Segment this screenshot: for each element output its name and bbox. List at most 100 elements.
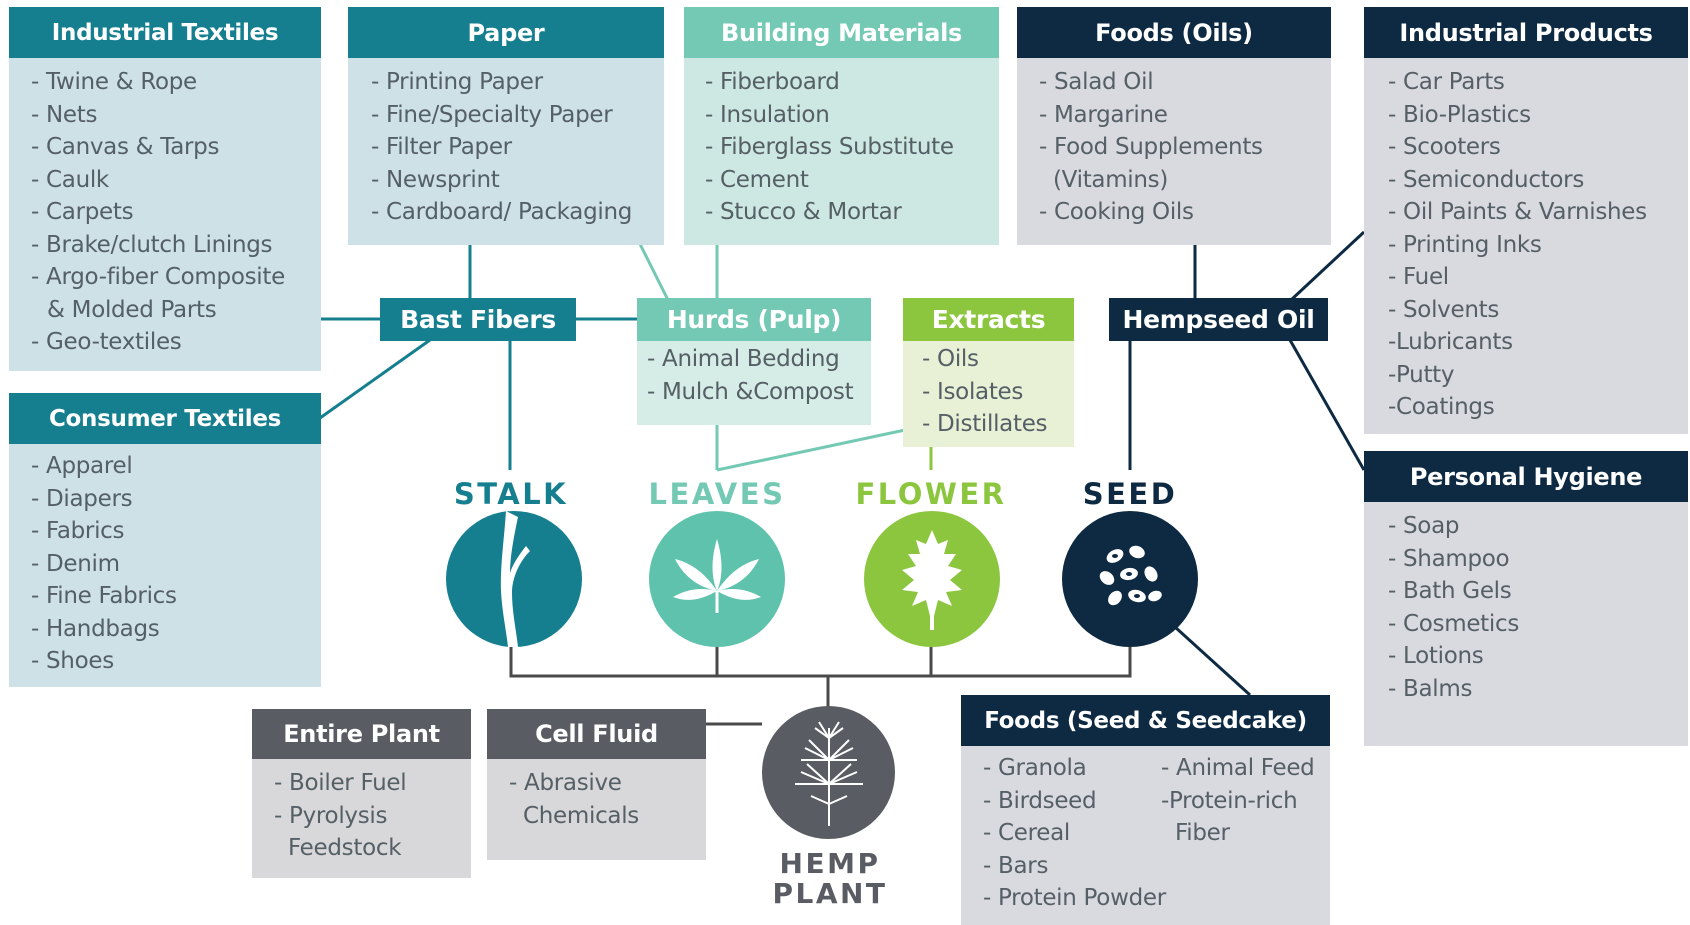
foods-oils-box: Foods (Oils) - Salad Oil - Margarine - F… xyxy=(1017,7,1331,245)
list-item: - Handbags xyxy=(31,615,160,642)
stalk-label: STALK xyxy=(453,477,569,511)
personal-hygiene-title: Personal Hygiene xyxy=(1364,451,1688,502)
stalk-circle xyxy=(446,511,582,647)
list-item: - Bath Gels xyxy=(1388,578,1512,604)
list-item: - Margarine xyxy=(1039,101,1168,128)
entire-plant-list: - Boiler Fuel - Pyrolysis Feedstock xyxy=(252,759,471,878)
foods-seed-box: Foods (Seed & Seedcake) - Granola - Bird… xyxy=(961,695,1330,925)
industrial-textiles-box: Industrial Textiles - Twine & Rope - Net… xyxy=(9,7,321,371)
list-item: - Cement xyxy=(705,166,809,193)
cell-fluid-box: Cell Fluid - Abrasive Chemicals xyxy=(487,709,706,860)
entire-plant-box: Entire Plant - Boiler Fuel - Pyrolysis F… xyxy=(252,709,471,878)
list-item: - Fine Fabrics xyxy=(31,583,177,609)
list-item: Feedstock xyxy=(288,835,402,861)
list-item: - Distillates xyxy=(922,411,1048,437)
list-item: - Stucco & Mortar xyxy=(705,199,902,225)
list-item: - Cereal xyxy=(983,820,1071,846)
building-materials-box: Building Materials - Fiberboard - Insula… xyxy=(684,7,999,245)
list-item: - Shampoo xyxy=(1388,545,1510,572)
leaves-label: LEAVES xyxy=(648,477,786,511)
seed-label: SEED xyxy=(1082,477,1178,511)
list-item: - Geo-textiles xyxy=(31,329,182,355)
list-item: Fiber xyxy=(1175,820,1230,846)
list-item: - Animal Feed xyxy=(1161,755,1315,781)
list-item: - Abrasive xyxy=(509,770,622,796)
hemp-plant-circle xyxy=(762,706,895,839)
foods-seed-title: Foods (Seed & Seedcake) xyxy=(961,695,1330,746)
leaves-circle xyxy=(649,511,785,647)
hempseed-oil-hub: Hempseed Oil xyxy=(1109,298,1328,341)
industrial-products-list: - Car Parts - Bio-Plastics - Scooters - … xyxy=(1364,58,1688,434)
list-item: - Animal Bedding xyxy=(647,346,840,372)
hurds-box: Hurds (Pulp) - Animal Bedding - Mulch &C… xyxy=(637,298,871,425)
list-item: - Fiberboard xyxy=(705,69,840,95)
list-item: - Pyrolysis xyxy=(274,802,388,829)
list-item: - Scooters xyxy=(1388,134,1501,160)
industrial-products-box: Industrial Products - Car Parts - Bio-Pl… xyxy=(1364,7,1688,434)
consumer-textiles-title: Consumer Textiles xyxy=(9,393,321,444)
list-item: - Carpets xyxy=(31,199,134,225)
hemp-plant-label-1: HEMP xyxy=(779,847,881,880)
list-item: - Mulch &Compost xyxy=(647,378,854,405)
list-item: - Lotions xyxy=(1388,643,1484,669)
list-item: - Balms xyxy=(1388,675,1473,702)
entire-plant-title: Entire Plant xyxy=(252,709,471,759)
hurds-title: Hurds (Pulp) xyxy=(637,298,871,341)
list-item: - Oils xyxy=(922,346,979,372)
flower-bud-icon xyxy=(902,530,962,630)
paper-title: Paper xyxy=(348,7,664,58)
personal-hygiene-box: Personal Hygiene - Soap - Shampoo - Bath… xyxy=(1364,451,1688,746)
flower-label: FLOWER xyxy=(855,477,1007,511)
list-item: - Fine/Specialty Paper xyxy=(371,101,613,128)
cell-fluid-list: - Abrasive Chemicals xyxy=(487,759,706,860)
list-item: - Solvents xyxy=(1388,296,1500,323)
stalk-icon xyxy=(500,511,530,647)
list-item: - Oil Paints & Varnishes xyxy=(1388,199,1647,225)
hurds-list: - Animal Bedding - Mulch &Compost xyxy=(637,341,871,425)
paper-list: - Printing Paper - Fine/Specialty Paper … xyxy=(348,58,664,245)
bast-fibers-hub: Bast Fibers xyxy=(380,298,576,341)
list-item: - Caulk xyxy=(31,166,109,193)
list-item: - Cosmetics xyxy=(1388,610,1520,637)
list-item: - Protein Powder xyxy=(983,885,1166,911)
personal-hygiene-list: - Soap - Shampoo - Bath Gels - Cosmetics… xyxy=(1364,502,1688,746)
seeds-icon xyxy=(1099,545,1162,606)
paper-box: Paper - Printing Paper - Fine/Specialty … xyxy=(348,7,664,245)
list-item: - Apparel xyxy=(31,453,133,479)
list-item: - Granola xyxy=(983,755,1087,781)
list-item: - Brake/clutch Linings xyxy=(31,231,273,258)
list-item: - Nets xyxy=(31,101,98,128)
list-item: - Fiberglass Substitute xyxy=(705,134,954,160)
list-item: - Fuel xyxy=(1388,264,1449,290)
list-item: - Birdseed xyxy=(983,787,1097,814)
flower-circle xyxy=(864,511,1000,647)
industrial-textiles-list: - Twine & Rope - Nets - Canvas & Tarps -… xyxy=(9,58,321,371)
building-materials-title: Building Materials xyxy=(684,7,999,58)
list-item: - Soap xyxy=(1388,513,1460,539)
list-item: - Filter Paper xyxy=(371,134,512,160)
list-item: Chemicals xyxy=(523,802,639,829)
list-item: -Protein-rich xyxy=(1161,787,1298,814)
list-item: - Cooking Oils xyxy=(1039,199,1194,225)
list-item: - Diapers xyxy=(31,485,133,512)
list-item: -Coatings xyxy=(1388,394,1495,420)
list-item: - Newsprint xyxy=(371,166,500,193)
list-item: - Twine & Rope xyxy=(31,69,197,95)
extracts-box: Extracts - Oils - Isolates - Distillates xyxy=(903,298,1074,447)
cannabis-leaf-icon xyxy=(673,539,761,613)
list-item: - Printing Inks xyxy=(1388,231,1542,258)
hemp-plant-label-2: PLANT xyxy=(772,877,888,910)
list-item: - Fabrics xyxy=(31,518,125,544)
cell-fluid-title: Cell Fluid xyxy=(487,709,706,759)
foods-oils-title: Foods (Oils) xyxy=(1017,7,1331,58)
list-item: & Molded Parts xyxy=(47,296,217,323)
list-item: - Car Parts xyxy=(1388,69,1505,95)
foods-oils-list: - Salad Oil - Margarine - Food Supplemen… xyxy=(1017,58,1331,245)
list-item: -Putty xyxy=(1388,361,1455,388)
list-item: - Denim xyxy=(31,550,120,577)
hemp-plant-icon xyxy=(794,720,863,826)
list-item: (Vitamins) xyxy=(1053,166,1169,193)
list-item: - Bio-Plastics xyxy=(1388,101,1531,128)
list-item: - Isolates xyxy=(922,378,1024,405)
